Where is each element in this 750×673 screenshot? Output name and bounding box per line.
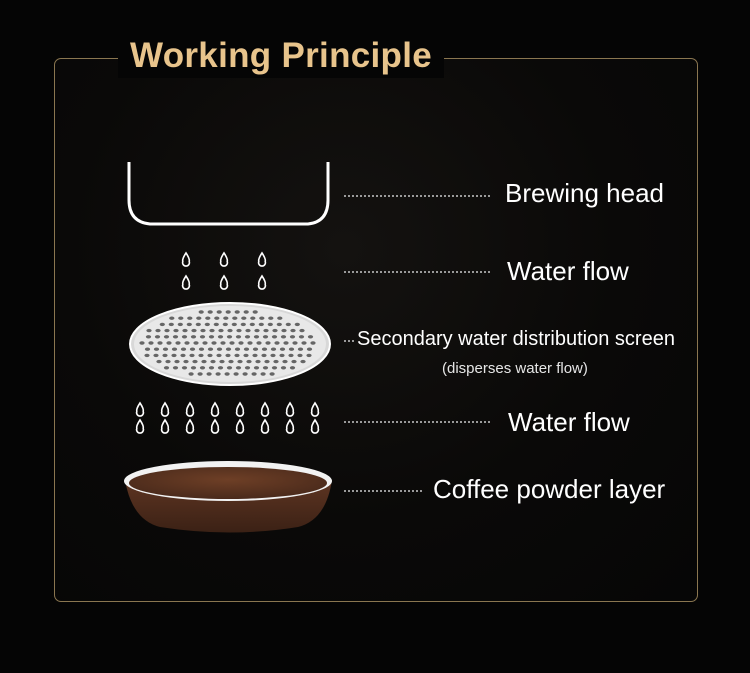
distribution-screen-shape [129, 302, 331, 386]
leader-water-flow-1 [344, 271, 490, 273]
droplet-icon [219, 251, 229, 267]
droplet-icon [285, 418, 295, 434]
leader-distribution-screen [344, 340, 354, 342]
droplet-icon [260, 401, 270, 417]
label-coffee-powder: Coffee powder layer [433, 474, 666, 504]
label-water-flow-1: Water flow [507, 256, 629, 286]
droplet-icon [257, 274, 267, 290]
droplet-icon [181, 251, 191, 267]
droplet-icon [260, 418, 270, 434]
droplet-icon [185, 401, 195, 417]
droplet-icon [181, 274, 191, 290]
droplet-icon [135, 401, 145, 417]
coffee-powder-shape [124, 461, 332, 533]
leader-water-flow-2 [344, 421, 490, 423]
droplet-icon [160, 401, 170, 417]
label-water-flow-2: Water flow [508, 407, 630, 437]
droplet-icon [185, 418, 195, 434]
droplet-icon [310, 418, 320, 434]
leader-brewing-head [344, 195, 490, 197]
droplet-icon [160, 418, 170, 434]
water-droplets-lower [135, 401, 320, 434]
droplet-icon [285, 401, 295, 417]
droplet-icon [235, 418, 245, 434]
label-distribution-screen: Secondary water distribution screen [357, 328, 675, 350]
droplet-icon [219, 274, 229, 290]
droplet-icon [135, 418, 145, 434]
droplet-icon [235, 401, 245, 417]
droplet-icon [210, 401, 220, 417]
droplet-icon [257, 251, 267, 267]
note-distribution-screen: (disperses water flow) [442, 360, 588, 377]
droplet-icon [310, 401, 320, 417]
label-brewing-head: Brewing head [505, 178, 664, 208]
diagram-title: Working Principle [118, 34, 445, 78]
leader-coffee-powder [344, 490, 422, 492]
droplet-icon [210, 418, 220, 434]
water-droplets-upper [181, 251, 267, 290]
brewing-head-shape [127, 162, 330, 226]
